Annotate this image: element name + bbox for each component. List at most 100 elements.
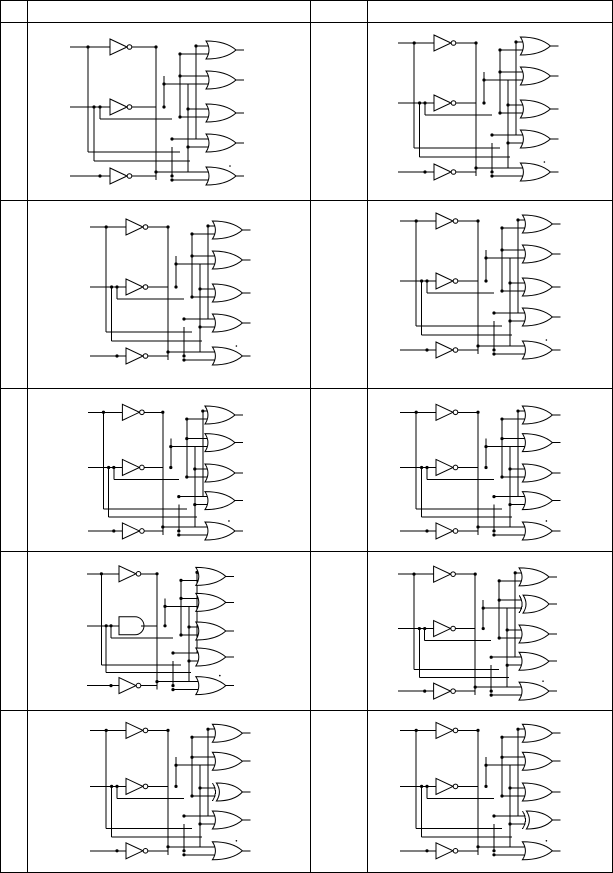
junction-dot: [492, 348, 496, 352]
junction-dot: [206, 224, 210, 228]
junction-dot: [476, 728, 480, 733]
junction-dot: [490, 174, 494, 178]
junction-dot: [98, 105, 102, 109]
junction-dot: [177, 495, 181, 499]
junction-dot: [178, 115, 182, 119]
junction-dot: [484, 784, 488, 789]
not-gate: [125, 278, 145, 296]
not-gate: [433, 34, 453, 52]
or-gate: [204, 433, 236, 453]
not-bubble: [452, 278, 459, 284]
or-gate: [521, 521, 554, 541]
not-gate: [109, 167, 129, 185]
junction-dot: [516, 727, 520, 731]
junction-dot: [190, 254, 194, 258]
or-gate: [518, 651, 550, 671]
not-gate: [125, 218, 145, 236]
junction-dot: [492, 814, 496, 818]
circuit-3: [400, 212, 561, 360]
or-gate: [205, 40, 237, 60]
junction-dot: [514, 40, 518, 44]
junction-dot: [179, 596, 183, 601]
junction-dot: [166, 728, 170, 733]
or-gate: [205, 133, 237, 153]
junction-dot: [508, 503, 512, 507]
not-bubble: [450, 571, 456, 577]
junction-dot: [484, 445, 488, 449]
junction-dot: [505, 628, 509, 632]
not-bubble: [126, 173, 133, 179]
or-gate: [194, 647, 227, 667]
not-gate: [118, 565, 138, 583]
junction-dot: [109, 624, 113, 628]
junction-dot: [155, 572, 159, 576]
junction-dot: [500, 417, 504, 421]
circuit-5: [400, 403, 561, 541]
junction-dot: [423, 170, 427, 174]
or-gate: [519, 129, 552, 149]
or-gate: [521, 405, 554, 425]
junction-dot: [476, 410, 480, 414]
mark: [229, 165, 231, 167]
junction-dot: [500, 755, 504, 759]
not-gate: [433, 619, 452, 638]
junction-dot: [161, 410, 165, 414]
junction-dot: [492, 853, 496, 857]
junction-dot: [190, 735, 194, 739]
or-gate: [518, 624, 550, 644]
not-gate: [121, 458, 141, 477]
junction-dot: [166, 845, 170, 849]
or-gate: [211, 751, 244, 771]
junction-dot: [484, 256, 488, 260]
junction-dot: [508, 786, 512, 790]
junction-dot: [163, 624, 167, 628]
junction-dot: [162, 82, 166, 86]
junction-dot: [201, 409, 205, 413]
junction-dot: [492, 849, 496, 853]
or-gate: [519, 162, 552, 182]
junction-dot: [473, 685, 477, 689]
mark: [545, 339, 548, 341]
junction-dot: [198, 325, 202, 329]
junction-dot: [474, 166, 478, 170]
not-gate: [435, 403, 455, 422]
junction-dot: [155, 680, 159, 684]
junction-dot: [198, 786, 202, 790]
junction-dot: [154, 170, 158, 174]
or-gate: [521, 841, 554, 861]
or-gate: [518, 567, 550, 587]
not-gate: [125, 347, 145, 365]
not-bubble: [450, 688, 456, 694]
not-bubble: [142, 353, 149, 359]
junction-dot: [187, 625, 191, 629]
junction-dot: [115, 285, 119, 289]
not-gate: [435, 272, 455, 290]
junction-dot: [185, 437, 189, 441]
junction-dot: [162, 105, 166, 109]
junction-dot: [98, 174, 102, 178]
circuit-1: [398, 34, 559, 182]
junction-dot: [115, 354, 119, 358]
not-gate: [125, 777, 145, 796]
junction-dot: [182, 317, 186, 321]
not-gate: [121, 522, 141, 540]
junction-dot: [508, 281, 512, 285]
junction-dot: [508, 822, 512, 826]
junction-dot: [490, 133, 494, 137]
not-bubble: [452, 218, 459, 224]
junction-dot: [489, 655, 493, 659]
junction-dot: [171, 651, 175, 655]
junction-dot: [185, 417, 189, 421]
junction-dot: [489, 693, 493, 697]
not-bubble: [142, 727, 149, 734]
not-bubble: [452, 464, 459, 471]
junction-dot: [492, 533, 496, 537]
junction-dot: [506, 141, 510, 145]
junction-dot: [179, 633, 183, 637]
not-gate: [433, 682, 452, 700]
junction-dot: [482, 78, 486, 82]
junction-dot: [171, 688, 175, 692]
junction-dot: [498, 48, 502, 52]
